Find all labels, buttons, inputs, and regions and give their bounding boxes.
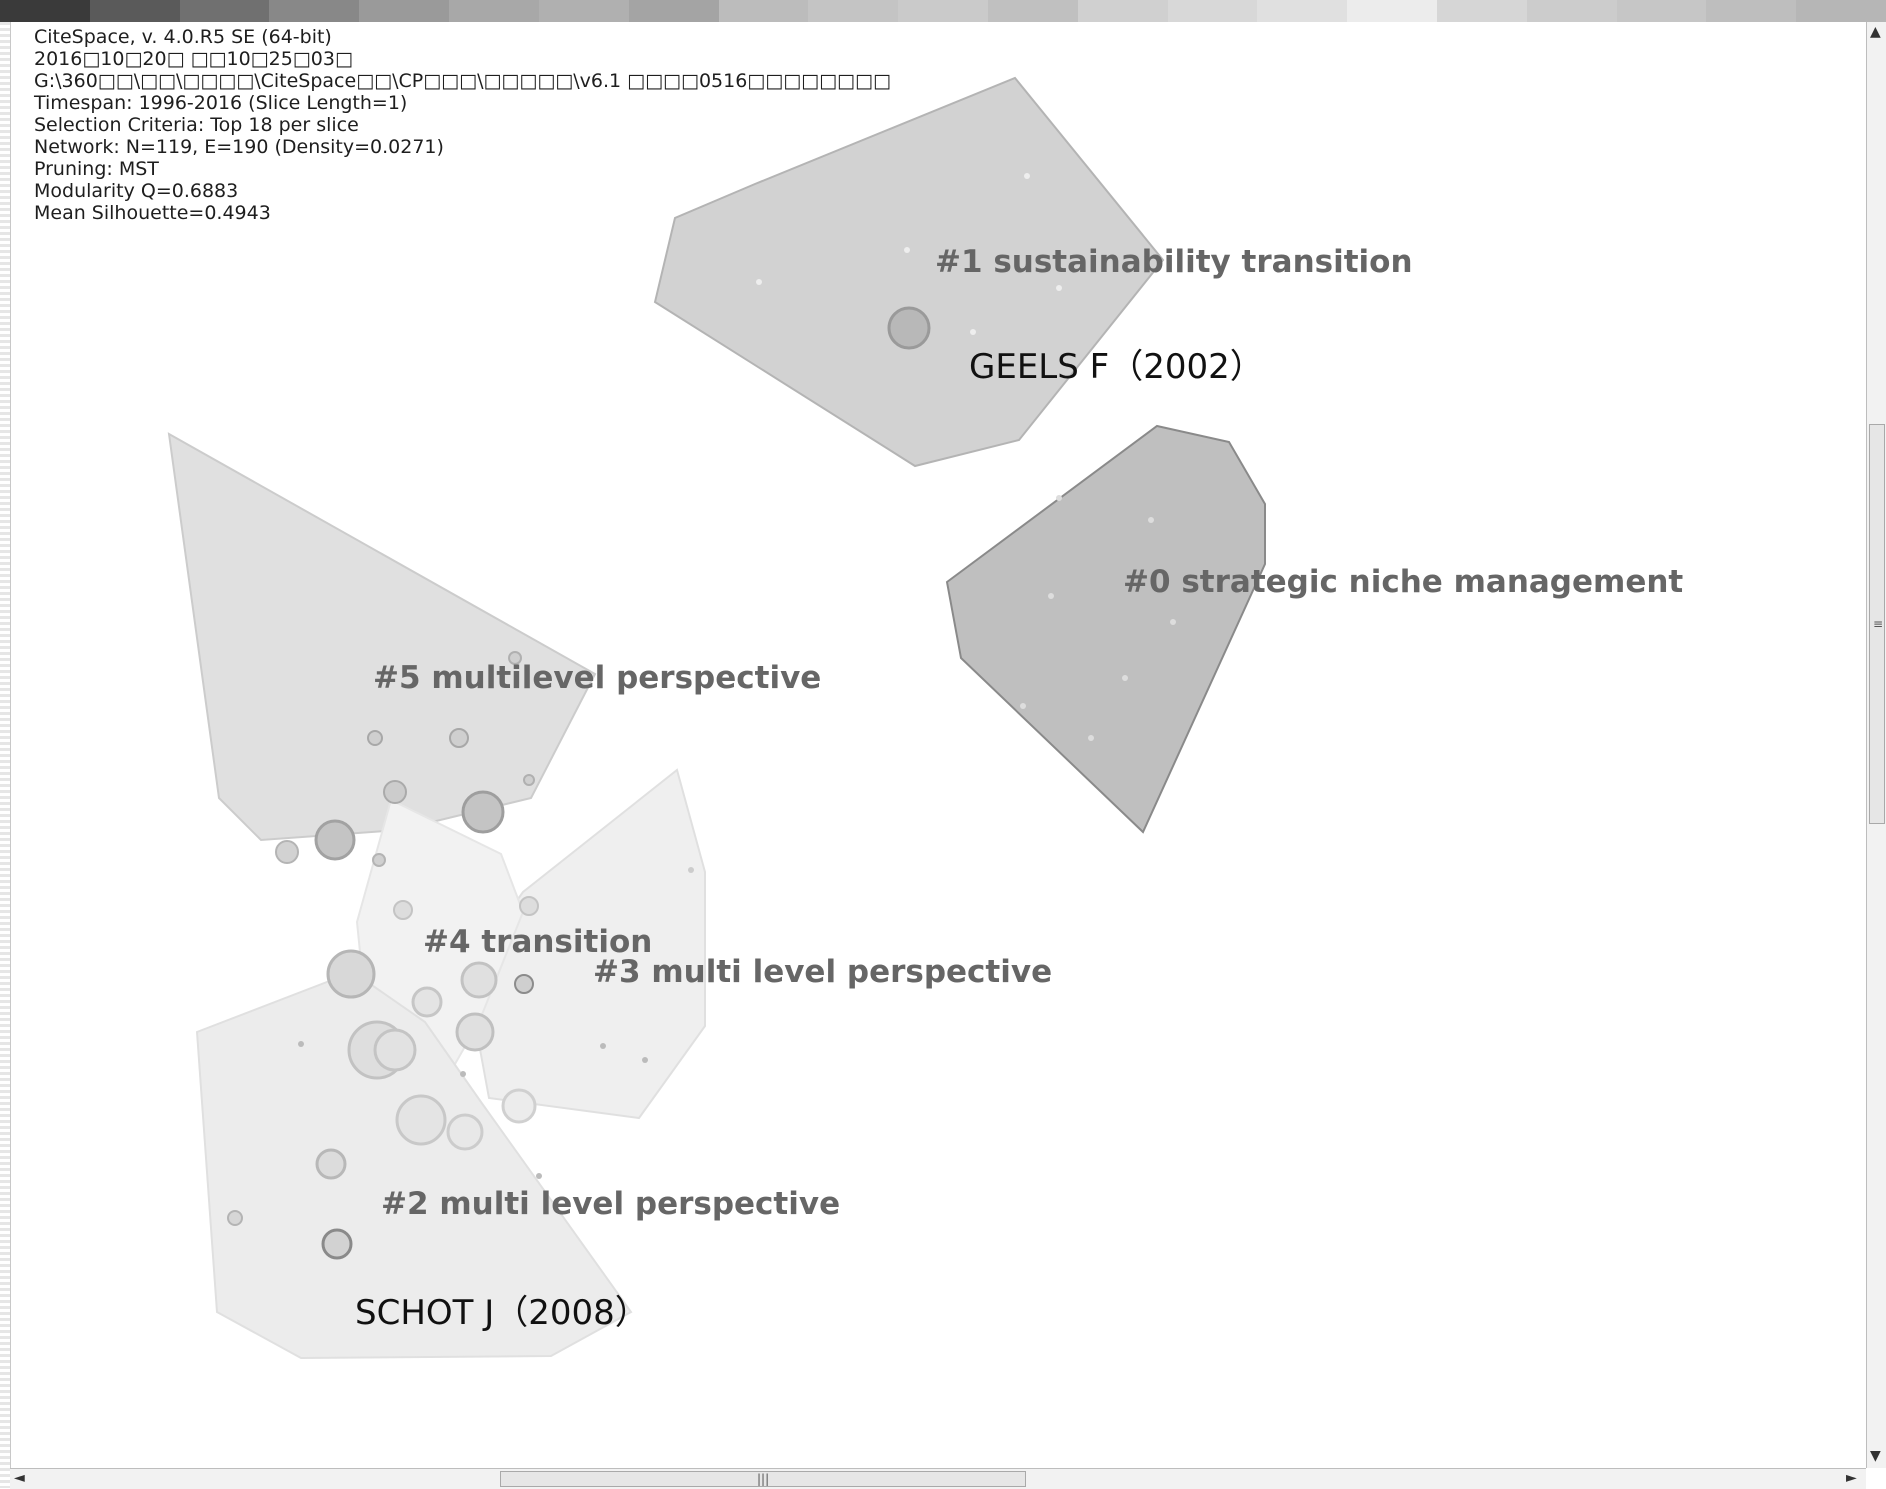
node[interactable] [372, 853, 386, 867]
node-schot-2008[interactable] [321, 1228, 353, 1260]
horizontal-scroll-thumb[interactable]: ||| [500, 1471, 1026, 1487]
info-line: Timespan: 1996-2016 (Slice Length=1) [34, 92, 408, 114]
colorbar-segment [987, 0, 1078, 22]
node[interactable] [449, 728, 469, 748]
node[interactable] [514, 974, 534, 994]
colorbar-segment [1077, 0, 1168, 22]
node[interactable] [501, 1088, 537, 1124]
colorbar-segment [179, 0, 270, 22]
node[interactable] [314, 819, 356, 861]
node-label-geels: GEELS F（2002） [969, 347, 1264, 387]
colorbar-segment [89, 0, 180, 22]
colorbar-segment [718, 0, 809, 22]
network-summary-text: CiteSpace, v. 4.0.R5 SE (64-bit)2016□10□… [34, 26, 891, 224]
colorbar-segment [1437, 0, 1527, 22]
node[interactable] [536, 1173, 542, 1179]
cluster-network-map[interactable]: #1 sustainability transition #0 strategi… [11, 22, 1867, 1468]
network-visualization-canvas[interactable]: #1 sustainability transition #0 strategi… [10, 22, 1867, 1468]
node[interactable] [275, 840, 299, 864]
node-geels-2002[interactable] [887, 306, 931, 350]
cluster-label-3: #3 multi level perspective [593, 954, 1052, 990]
node[interactable] [326, 949, 376, 999]
node[interactable] [367, 730, 383, 746]
node[interactable] [411, 986, 443, 1018]
colorbar-segment [628, 0, 719, 22]
node[interactable] [970, 329, 976, 335]
colorbar-segment [1706, 0, 1797, 22]
info-line: Selection Criteria: Top 18 per slice [34, 114, 359, 136]
info-line: G:\360□□\□□\□□□□\CiteSpace□□\CP□□□\□□□□□… [34, 70, 891, 92]
node[interactable] [1056, 495, 1062, 501]
colorbar-segment [538, 0, 629, 22]
node[interactable] [1048, 593, 1054, 599]
colorbar-segment [808, 0, 899, 22]
node[interactable] [227, 1210, 243, 1226]
colorbar-segment [449, 0, 539, 22]
node[interactable] [315, 1148, 347, 1180]
info-line: Modularity Q=0.6883 [34, 180, 239, 202]
cluster-hull-2 [195, 970, 633, 1360]
colorbar-segment [1526, 0, 1617, 22]
node[interactable] [455, 1012, 495, 1052]
node[interactable] [1170, 619, 1176, 625]
node[interactable] [373, 1028, 417, 1072]
colorbar-segment [1257, 0, 1348, 22]
vertical-scroll-thumb[interactable]: ≡ [1869, 424, 1885, 824]
cluster-label-1: #1 sustainability transition [935, 244, 1413, 280]
node[interactable] [446, 1113, 484, 1151]
timeline-color-bar [0, 0, 1886, 22]
node[interactable] [298, 1041, 304, 1047]
node[interactable] [642, 1057, 648, 1063]
info-line: Pruning: MST [34, 158, 159, 180]
colorbar-segment [1347, 0, 1437, 22]
colorbar-segment [0, 0, 90, 22]
cluster-label-5: #5 multilevel perspective [373, 660, 821, 696]
cluster-label-2: #2 multi level perspective [381, 1186, 840, 1222]
info-line: Mean Silhouette=0.4943 [34, 202, 271, 224]
node[interactable] [688, 867, 694, 873]
grip-icon: ||| [757, 1472, 770, 1486]
colorbar-segment [359, 0, 450, 22]
node[interactable] [395, 1094, 447, 1146]
node[interactable] [508, 651, 522, 665]
node[interactable] [1122, 675, 1128, 681]
cluster-label-4: #4 transition [423, 924, 652, 960]
cluster-hull-0 [945, 424, 1266, 834]
grip-icon: ≡ [1873, 617, 1884, 631]
node[interactable] [1020, 703, 1026, 709]
cluster-label-0: #0 strategic niche management [1123, 564, 1683, 600]
citation-nodes[interactable] [227, 173, 1176, 1260]
vertical-scrollbar[interactable]: ▲ ≡ ▼ [1866, 22, 1886, 1468]
colorbar-segment [269, 0, 360, 22]
node[interactable] [756, 279, 762, 285]
node[interactable] [523, 774, 535, 786]
node[interactable] [383, 780, 407, 804]
scroll-left-icon[interactable]: ◄ [14, 1470, 25, 1486]
colorbar-segment [1796, 0, 1886, 22]
node[interactable] [460, 1071, 466, 1077]
node[interactable] [1024, 173, 1030, 179]
scroll-right-icon[interactable]: ► [1846, 1470, 1857, 1486]
colorbar-segment [1167, 0, 1258, 22]
node[interactable] [1088, 735, 1094, 741]
node[interactable] [460, 961, 498, 999]
node[interactable] [1148, 517, 1154, 523]
info-line: 2016□10□20□ □□10□25□03□ [34, 48, 353, 70]
node[interactable] [461, 790, 505, 834]
info-line: Network: N=119, E=190 (Density=0.0271) [34, 136, 444, 158]
node[interactable] [1056, 285, 1062, 291]
left-frame-edge [0, 22, 10, 1488]
horizontal-scrollbar[interactable]: ◄ ||| ► [10, 1468, 1866, 1489]
cluster-hull-1 [653, 76, 1165, 468]
node[interactable] [519, 896, 539, 916]
info-line: CiteSpace, v. 4.0.R5 SE (64-bit) [34, 26, 332, 48]
scroll-up-icon[interactable]: ▲ [1870, 24, 1881, 40]
colorbar-segment [898, 0, 988, 22]
node[interactable] [904, 247, 910, 253]
scroll-down-icon[interactable]: ▼ [1870, 1448, 1881, 1464]
colorbar-segment [1616, 0, 1707, 22]
node[interactable] [393, 900, 413, 920]
node-label-schot: SCHOT J（2008） [355, 1293, 649, 1333]
node[interactable] [600, 1043, 606, 1049]
